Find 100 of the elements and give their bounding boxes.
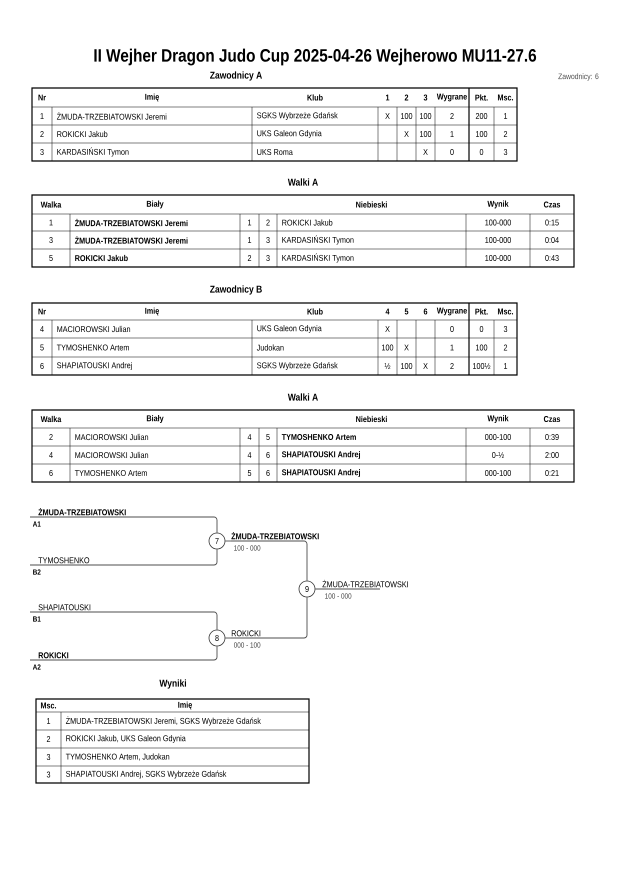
competitor-name: SHAPIATOUSKI (38, 604, 90, 610)
table-cell: TYMOSHENKO Artem, Judokan (66, 753, 170, 761)
table-cell: 1 (450, 344, 454, 350)
winner-name: ŻMUDA-TRZEBIATOWSKI (231, 532, 319, 540)
section-heading: Walki A (288, 178, 318, 186)
bracket-line (30, 516, 218, 534)
column-header: 3 (424, 94, 428, 101)
table-cell: 4 (248, 434, 252, 440)
table-cell: 100-000 (485, 255, 511, 261)
table-cell: Judokan (256, 344, 284, 351)
column-header: Imię (145, 308, 159, 316)
table-cell: 0 (450, 326, 454, 332)
table-cell: 2 (450, 113, 454, 119)
table-cell: 100-000 (485, 220, 511, 226)
table-cell: 1 (450, 131, 454, 137)
table-cell: X (385, 326, 390, 332)
table-cell: X (404, 344, 409, 350)
table-cell: X (423, 149, 428, 155)
table-cell: ŻMUDA-TRZEBIATOWSKI Jeremi (56, 112, 166, 120)
bracket-line (30, 548, 218, 566)
table-cell: 5 (40, 344, 44, 350)
table-cell: SHAPIATOUSKI Andrej (57, 362, 132, 370)
table-cell: 4 (40, 326, 44, 332)
table-cell: SGKS Wybrzeże Gdańsk (257, 112, 338, 120)
table-cell: 4 (49, 452, 53, 458)
table-cell: 1 (248, 220, 252, 226)
table-cell: 100 (382, 344, 394, 350)
table-cell: 2 (49, 434, 53, 440)
table-cell: 100 (401, 113, 412, 119)
table-cell: 3 (40, 149, 44, 155)
table-cell: 100-000 (485, 237, 511, 243)
table-cell: 0:43 (545, 255, 559, 261)
section-heading: Zawodnicy B (210, 285, 262, 295)
table-cell: 0 (480, 326, 484, 332)
participant-count: Zawodnicy: 6 (558, 73, 598, 81)
competitor-name: TYMOSHENKO (38, 557, 90, 564)
table-cell: 100½ (473, 363, 490, 369)
bracket-line (230, 540, 308, 582)
column-header: Czas (544, 416, 560, 422)
table-cell: 3 (266, 237, 270, 243)
table-cell: ROKICKI Jakub (75, 254, 128, 262)
column-header: Pkt. (475, 308, 488, 315)
table-cell: KARDASIŃSKI Tymon (282, 253, 354, 263)
table-cell: 4 (248, 452, 252, 458)
winner-name: ROKICKI (232, 630, 260, 636)
column-header: Klub (307, 94, 323, 101)
table-cell: SHAPIATOUSKI Andrej (282, 451, 360, 459)
table-cell: 0-½ (492, 452, 504, 458)
column-header: Pkt. (475, 94, 488, 101)
column-header: Nr (38, 94, 46, 100)
section-heading: Walki A (288, 393, 318, 401)
table-cell: 5 (49, 255, 53, 261)
table-cell: SHAPIATOUSKI Andrej, SGKS Wybrzeże Gdańsk (66, 770, 226, 778)
winner-name: ŻMUDA-TRZEBIATOWSKI (322, 580, 408, 588)
table-cell: ŻMUDA-TRZEBIATOWSKI Jeremi (74, 236, 188, 244)
table-cell: TYMOSHENKO Artem (56, 344, 129, 350)
column-header: Klub (307, 308, 323, 315)
table-cell: 6 (266, 470, 270, 476)
bracket-line (314, 588, 380, 590)
table-cell: 2 (46, 736, 50, 742)
table-cell: TYMOSHENKO Artem (282, 434, 356, 440)
title: II Wejher Dragon Judo Cup 2025-04-26 Wejherowo MU11-27.6 (94, 48, 536, 66)
column-header: Wygrane (436, 94, 467, 102)
column-header: Wygrane (436, 308, 467, 316)
column-header: Walka (40, 201, 62, 208)
bracket-line (224, 540, 232, 542)
column-header: Niebieski (356, 201, 387, 208)
table-cell: UKS Galeon Gdynia (257, 130, 322, 138)
table-cell: 0:39 (545, 434, 559, 440)
table-cell: 2 (504, 131, 508, 137)
table-cell: 6 (266, 452, 270, 458)
table-cell: 2 (266, 220, 270, 226)
table-cell: 200 (476, 113, 488, 119)
table-cell: 0:04 (545, 237, 559, 243)
table-cell: ROKICKI Jakub, UKS Galeon Gdynia (66, 735, 186, 743)
table-cell: 000-100 (485, 434, 511, 440)
table-cell: 2 (40, 131, 44, 137)
bracket-line (30, 646, 218, 660)
table-cell: 3 (504, 326, 508, 332)
table-cell: UKS Roma (257, 149, 293, 155)
table-cell: 0:21 (545, 470, 559, 476)
table-cell: ROKICKI Jakub (282, 219, 332, 226)
column-header: 6 (424, 308, 428, 314)
table-cell: ROKICKI Jakub (57, 130, 108, 138)
table-cell: 1 (504, 363, 508, 369)
table-cell: 1 (40, 113, 44, 119)
table-cell: 3 (46, 772, 50, 778)
column-header: 1 (386, 94, 390, 100)
table-cell: KARDASIŃSKI Tymon (282, 235, 354, 245)
column-header: Imię (145, 94, 159, 102)
column-header: Biały (146, 415, 164, 423)
bracket-line (230, 596, 308, 638)
section-heading: Zawodnicy A (210, 71, 262, 81)
table-cell: X (423, 363, 428, 369)
column-header: Imię (178, 702, 192, 710)
table-cell: 2:00 (545, 452, 559, 458)
table-cell: 100 (476, 131, 488, 137)
column-header: 2 (404, 94, 408, 100)
table-cell: ½ (384, 363, 390, 369)
column-header: Wynik (487, 200, 509, 208)
